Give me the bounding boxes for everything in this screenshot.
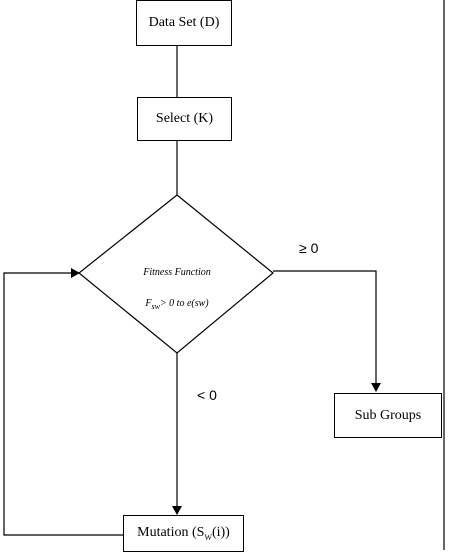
subgroups-node-label: Sub Groups	[354, 407, 422, 423]
edge-label-geq-zero: ≥ 0	[299, 240, 319, 256]
dataset-node: Data Set (D)	[136, 0, 232, 46]
select-node: Select (K)	[137, 97, 232, 141]
fitness-function-title: Fitness Function	[143, 267, 211, 278]
subgroups-node: Sub Groups	[334, 393, 442, 438]
select-node-label: Select (K)	[155, 111, 214, 126]
edge-label-lt-zero: < 0	[197, 387, 217, 403]
edge-mutation-loop-back	[3, 268, 123, 536]
mutation-node-label: Mutation (SW(i))	[137, 525, 230, 542]
fitness-function-formula: Fsw> 0 to e(sw)	[145, 298, 209, 311]
dataset-node-label: Data Set (D)	[148, 15, 220, 30]
mutation-node: Mutation (SW(i))	[123, 515, 244, 552]
edge-fitness-to-subgroups	[273, 270, 381, 392]
